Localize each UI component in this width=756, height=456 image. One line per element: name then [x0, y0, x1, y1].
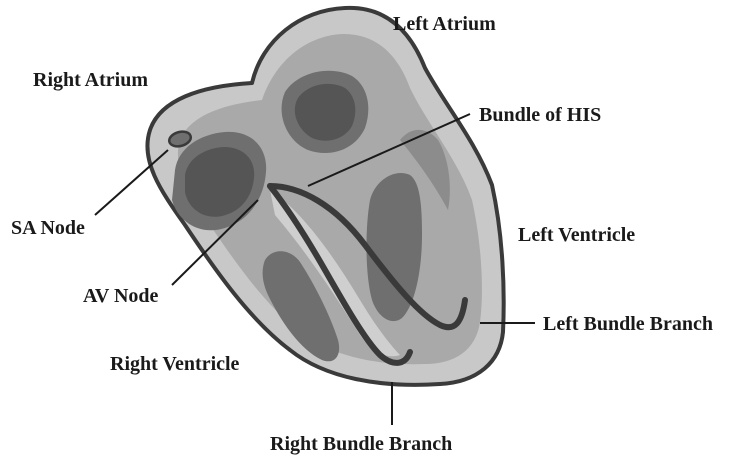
label-left-ventricle: Left Ventricle: [518, 224, 635, 246]
label-left-atrium: Left Atrium: [393, 13, 496, 35]
label-right-ventricle: Right Ventricle: [110, 353, 240, 375]
label-right-atrium: Right Atrium: [33, 69, 148, 91]
label-left-bundle-branch: Left Bundle Branch: [543, 313, 713, 335]
label-right-bundle-branch: Right Bundle Branch: [270, 433, 452, 455]
label-av-node: AV Node: [83, 285, 159, 307]
label-bundle-of-his: Bundle of HIS: [479, 104, 601, 126]
label-sa-node: SA Node: [11, 217, 85, 239]
